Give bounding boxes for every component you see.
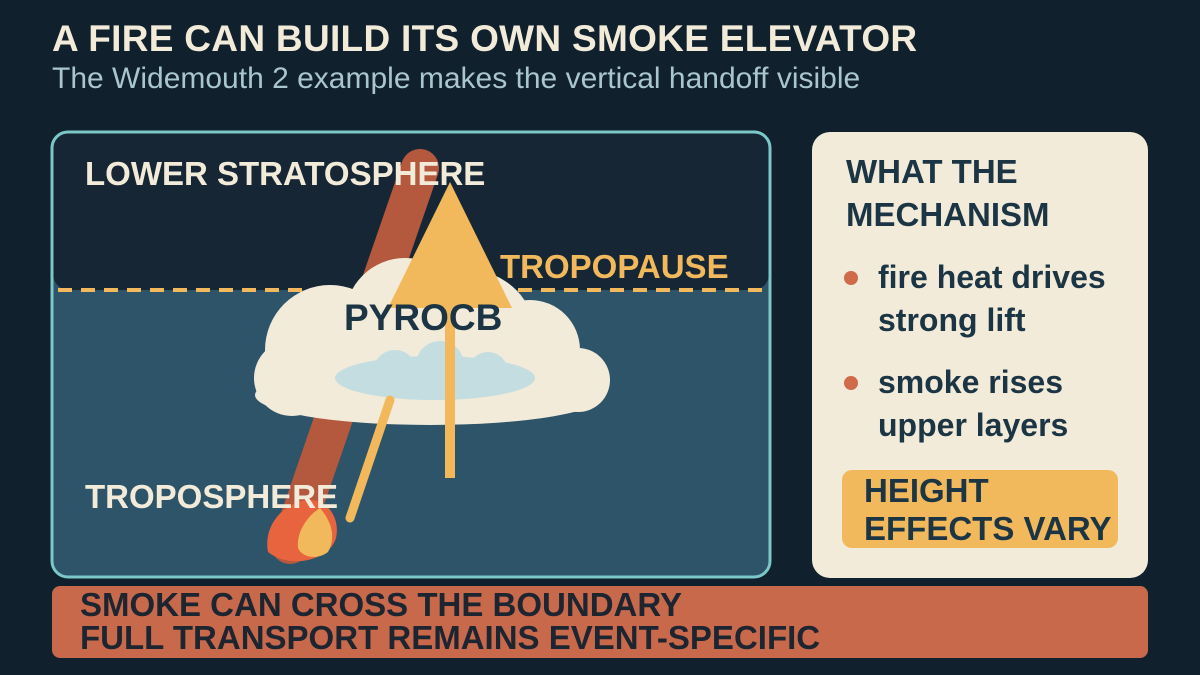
callout-badge [842, 470, 1118, 548]
callout-line2: EFFECTS VARY [864, 510, 1112, 547]
footer-line2: FULL TRANSPORT REMAINS EVENT-SPECIFIC [80, 619, 821, 656]
mechanism-panel: WHAT THE MECHANISM fire heat drives stro… [812, 132, 1148, 578]
troposphere-label: TROPOSPHERE [85, 478, 339, 515]
list-item-line1: fire heat drives [878, 259, 1106, 295]
bullet-dot-icon [844, 376, 858, 390]
stratosphere-label: LOWER STRATOSPHERE [85, 155, 486, 192]
tropopause-label: TROPOPAUSE [500, 248, 729, 285]
list-item-line1: smoke rises [878, 364, 1064, 400]
list-item-line2: strong lift [878, 302, 1026, 338]
list-item: smoke rises upper layers [836, 361, 1068, 447]
footer-line1: SMOKE CAN CROSS THE BOUNDARY [80, 586, 682, 623]
mechanism-heading: WHAT THE MECHANISM [846, 150, 1050, 236]
heat-streak [345, 395, 395, 523]
fire-icon [267, 499, 337, 562]
pyrocb-cloud-icon [254, 258, 610, 425]
up-arrow-icon [388, 182, 512, 478]
list-item-line2: upper layers [878, 407, 1069, 443]
page-title: A FIRE CAN BUILD ITS OWN SMOKE ELEVATOR [52, 18, 918, 59]
page-subtitle: The Widemouth 2 example makes the vertic… [52, 62, 861, 95]
callout-text: HEIGHT EFFECTS VARY [864, 472, 1112, 548]
bullet-dot-icon [844, 271, 858, 285]
footer-banner: SMOKE CAN CROSS THE BOUNDARY FULL TRANSP… [52, 586, 1148, 658]
callout-line1: HEIGHT [864, 472, 989, 509]
mechanism-heading-line2: MECHANISM [846, 196, 1050, 233]
pyrocb-label: PYROCB [344, 297, 503, 338]
mechanism-heading-line1: WHAT THE [846, 153, 1018, 190]
list-item: fire heat drives strong lift [836, 256, 1106, 342]
diagram-frame [50, 130, 772, 579]
